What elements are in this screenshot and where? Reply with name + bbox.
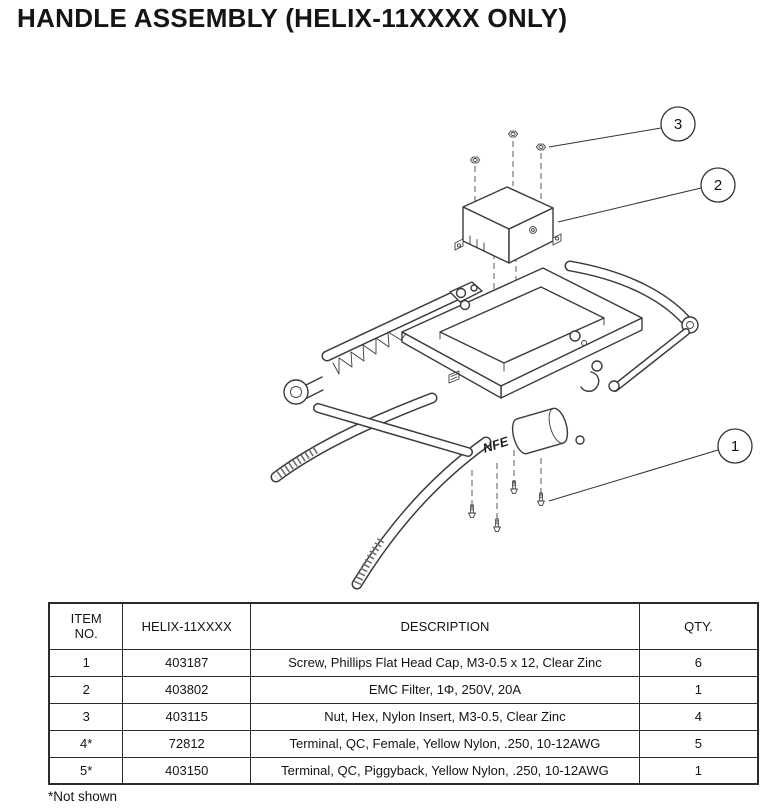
cell-item-no: 5*	[48, 756, 124, 785]
cell-item-no: 1	[48, 648, 124, 677]
parts-table: ITEM NO. HELIX-11XXXX DESCRIPTION QTY. 1…	[48, 602, 759, 785]
header-description: DESCRIPTION	[250, 602, 640, 650]
header-qty: QTY.	[638, 602, 759, 650]
table-header-row: ITEM NO. HELIX-11XXXX DESCRIPTION QTY.	[48, 602, 759, 650]
emc-filter-box	[454, 186, 562, 264]
callout-balloon	[660, 106, 696, 142]
cell-qty: 1	[638, 756, 759, 785]
hex-nut	[535, 143, 547, 151]
left-rail	[283, 281, 483, 405]
callout-number: 3	[674, 116, 682, 133]
leader-line	[548, 449, 719, 502]
table-row: 5* 403150 Terminal, QC, Piggyback, Yello…	[48, 756, 759, 785]
callout-number: 2	[714, 177, 722, 194]
cell-part-number: 403802	[122, 675, 252, 704]
spring	[332, 331, 407, 375]
footnote: *Not shown	[48, 789, 118, 804]
handle-tubes	[270, 392, 492, 590]
callout-1: 1	[548, 428, 753, 502]
hex-nut	[507, 130, 519, 138]
leader-line	[557, 187, 702, 223]
hex-nut	[469, 156, 481, 164]
flat-head-screw	[510, 480, 518, 495]
cell-description: Terminal, QC, Piggyback, Yellow Nylon, .…	[250, 756, 640, 785]
cell-description: Terminal, QC, Female, Yellow Nylon, .250…	[250, 729, 640, 758]
cell-description: EMC Filter, 1Φ, 250V, 20A	[250, 675, 640, 704]
callout-number: 1	[731, 438, 739, 455]
frame-deck	[401, 267, 643, 399]
cell-description: Nut, Hex, Nylon Insert, M3-0.5, Clear Zi…	[250, 702, 640, 731]
flat-head-screw	[468, 504, 476, 519]
cell-item-no: 2	[48, 675, 124, 704]
cell-part-number: 72812	[122, 729, 252, 758]
frame-sticker	[448, 370, 460, 384]
cell-part-number: 403187	[122, 648, 252, 677]
exploded-view-diagram: NFE 3 2 1	[270, 106, 753, 590]
flat-head-screw	[493, 518, 501, 533]
cell-item-no: 4*	[48, 729, 124, 758]
cell-description: Screw, Phillips Flat Head Cap, M3-0.5 x …	[250, 648, 640, 677]
header-part-number: HELIX-11XXXX	[122, 602, 252, 650]
leader-line	[548, 127, 662, 148]
flat-head-screw	[537, 492, 545, 507]
page-title: HANDLE ASSEMBLY (HELIX-11XXXX ONLY)	[17, 3, 568, 33]
table-row: 3 403115 Nut, Hex, Nylon Insert, M3-0.5,…	[48, 702, 759, 731]
knob	[283, 379, 309, 405]
table-row: 2 403802 EMC Filter, 1Φ, 250V, 20A 1	[48, 675, 759, 704]
callout-3: 3	[548, 106, 696, 148]
right-arm	[564, 260, 699, 392]
cell-part-number: 403150	[122, 756, 252, 785]
cell-qty: 1	[638, 675, 759, 704]
cell-qty: 4	[638, 702, 759, 731]
callout-2: 2	[557, 167, 736, 223]
header-item-no: ITEM NO.	[48, 602, 124, 650]
latch-hook	[580, 371, 600, 392]
table-row: 1 403187 Screw, Phillips Flat Head Cap, …	[48, 648, 759, 677]
filter-terminals	[469, 235, 485, 252]
cell-qty: 6	[638, 648, 759, 677]
cell-part-number: 403115	[122, 702, 252, 731]
handle-grip-lower	[353, 537, 385, 586]
table-row: 4* 72812 Terminal, QC, Female, Yellow Ny…	[48, 729, 759, 758]
callout-balloon	[717, 428, 753, 464]
callout-balloon	[700, 167, 736, 203]
roller	[511, 407, 585, 455]
handle-grip-upper	[273, 446, 318, 481]
cell-item-no: 3	[48, 702, 124, 731]
cell-qty: 5	[638, 729, 759, 758]
